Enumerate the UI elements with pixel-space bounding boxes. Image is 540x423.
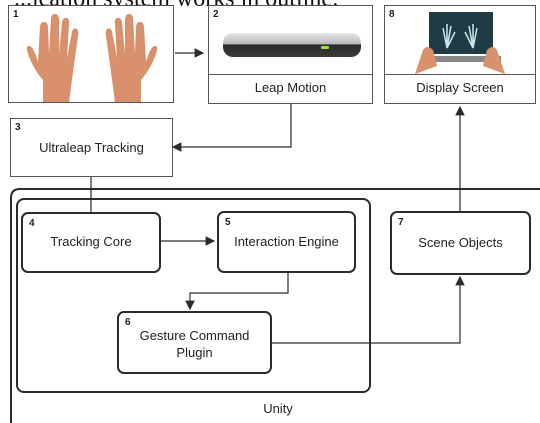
monitor-hands-icon — [415, 12, 505, 74]
node-number: 8 — [389, 9, 395, 20]
node-interaction-engine: 5 Interaction Engine — [217, 211, 356, 273]
hands-illustration — [26, 13, 158, 102]
node-number: 6 — [125, 317, 131, 328]
arrow-engine-to-plugin — [185, 273, 289, 311]
node-label: Tracking Core — [50, 234, 132, 249]
unity-inner-container — [16, 198, 371, 393]
node-number: 7 — [398, 217, 404, 228]
arrow-plugin-to-scene — [272, 275, 465, 344]
node-number: 1 — [13, 9, 19, 20]
node-label: Display Screen — [416, 80, 504, 95]
node-display-screen: 8 Display Screen — [384, 5, 536, 104]
node-hands: 1 — [8, 5, 174, 103]
arrow-leap-to-ultraleap — [171, 104, 292, 152]
display-image-area — [385, 6, 535, 75]
node-number: 2 — [213, 9, 219, 20]
node-label: Interaction Engine — [234, 234, 339, 249]
node-gesture-command-plugin: 6 Gesture Command Plugin — [117, 311, 272, 374]
node-number: 3 — [15, 122, 21, 133]
node-label: Gesture Command Plugin — [139, 328, 250, 360]
node-label: Scene Objects — [418, 235, 503, 250]
unity-label: Unity — [263, 401, 293, 416]
node-leap-motion: 2 Leap Motion — [208, 5, 373, 104]
node-scene-objects: 7 Scene Objects — [390, 211, 531, 275]
node-tracking-core: 4 Tracking Core — [21, 212, 161, 273]
device-image-area — [209, 6, 372, 75]
node-label: Ultraleap Tracking — [39, 140, 144, 155]
node-number: 5 — [225, 217, 231, 228]
node-ultraleap-tracking: 3 Ultraleap Tracking — [10, 118, 173, 177]
node-label: Leap Motion — [254, 80, 327, 95]
unity-outer-frame — [10, 188, 540, 423]
node-number: 4 — [29, 218, 35, 229]
leap-device-icon — [223, 33, 361, 57]
